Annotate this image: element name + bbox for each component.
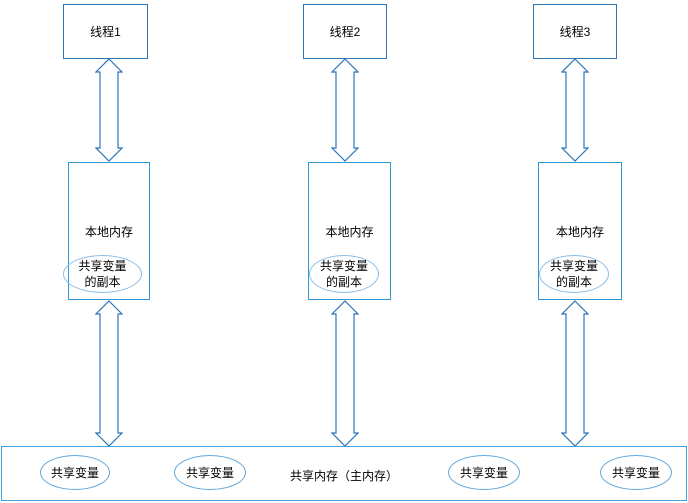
shared-variable-ellipse-3: 共享变量: [448, 455, 520, 490]
shared-variable-label: 共享变量: [185, 466, 234, 480]
copy-line-1: 共享变量: [319, 259, 368, 273]
shared-variable-label: 共享变量: [459, 466, 508, 480]
thread-box-3: 线程3: [533, 4, 617, 59]
shared-variable-label: 共享变量: [50, 466, 99, 480]
copy-line-2: 的副本: [555, 275, 592, 289]
local-memory-label-3: 本地内存: [555, 224, 604, 239]
shared-variable-copy-ellipse-3: 共享变量 的副本: [539, 255, 609, 293]
thread1-localmemory-double-arrow-icon: [95, 58, 123, 162]
thread-box-2: 线程2: [303, 4, 387, 59]
thread-label-1: 线程1: [90, 25, 121, 39]
shared-variable-ellipse-2: 共享变量: [174, 455, 246, 490]
copy-line-2: 的副本: [325, 275, 362, 289]
copy-line-1: 共享变量: [549, 259, 598, 273]
thread-box-1: 线程1: [63, 4, 148, 59]
shared-variable-ellipse-1: 共享变量: [40, 455, 110, 490]
localmemory3-mainmemory-double-arrow-icon: [561, 300, 589, 447]
thread-label-2: 线程2: [329, 25, 361, 39]
main-memory-box: [1, 446, 687, 501]
copy-line-1: 共享变量: [78, 259, 127, 273]
copy-line-2: 的副本: [84, 275, 121, 289]
main-memory-label: 共享内存（主内存）: [289, 469, 398, 483]
localmemory1-mainmemory-double-arrow-icon: [95, 300, 123, 447]
shared-variable-copy-ellipse-2: 共享变量 的副本: [309, 255, 379, 293]
shared-variable-copy-ellipse-1: 共享变量 的副本: [63, 255, 142, 293]
local-memory-label-2: 本地内存: [325, 224, 374, 239]
thread2-localmemory-double-arrow-icon: [331, 58, 359, 162]
thread3-localmemory-double-arrow-icon: [561, 58, 589, 162]
local-memory-label-1: 本地内存: [84, 224, 133, 239]
localmemory2-mainmemory-double-arrow-icon: [331, 300, 359, 447]
shared-variable-label: 共享变量: [611, 466, 660, 480]
thread-label-3: 线程3: [559, 25, 591, 39]
shared-variable-ellipse-4: 共享变量: [600, 455, 672, 490]
